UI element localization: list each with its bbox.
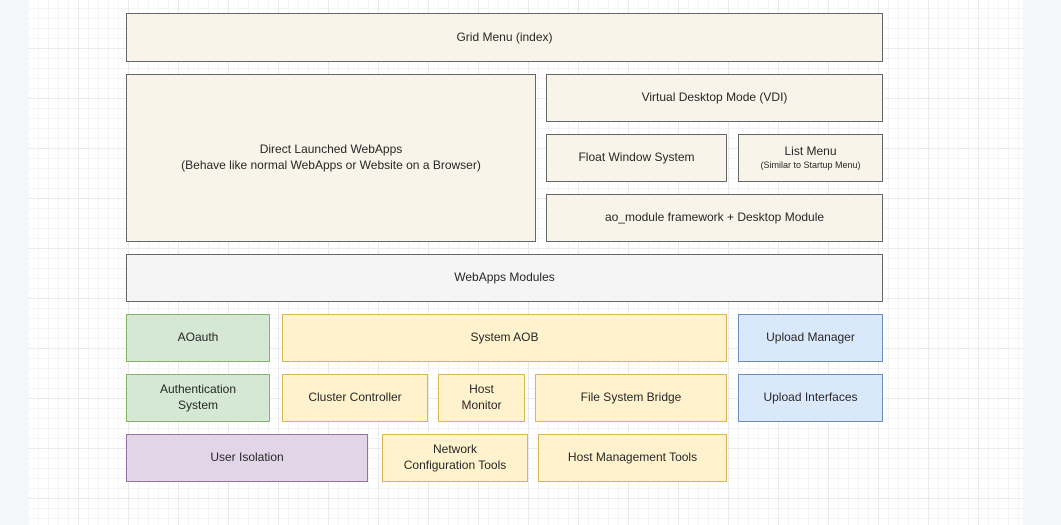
aoauth[interactable]: AOauth	[126, 314, 270, 362]
list-menu[interactable]: List Menu(Similar to Startup Menu)	[738, 134, 883, 182]
cluster-controller[interactable]: Cluster Controller	[282, 374, 428, 422]
system-aob[interactable]: System AOB	[282, 314, 727, 362]
node-label: ao_module framework + Desktop Module	[605, 210, 824, 226]
left-gutter	[0, 0, 29, 525]
webapps-modules[interactable]: WebApps Modules	[126, 254, 883, 302]
node-label: WebApps Modules	[454, 270, 555, 286]
ao-module-framework[interactable]: ao_module framework + Desktop Module	[546, 194, 883, 242]
node-label: List Menu	[784, 144, 836, 160]
upload-manager[interactable]: Upload Manager	[738, 314, 883, 362]
node-label: Upload Interfaces	[763, 390, 857, 406]
authentication-system[interactable]: Authentication System	[126, 374, 270, 422]
host-management-tools[interactable]: Host Management Tools	[538, 434, 727, 482]
node-label: Network Configuration Tools	[404, 442, 507, 473]
direct-launched-webapps[interactable]: Direct Launched WebApps (Behave like nor…	[126, 74, 536, 242]
float-window-system[interactable]: Float Window System	[546, 134, 727, 182]
file-system-bridge[interactable]: File System Bridge	[535, 374, 727, 422]
node-label: Float Window System	[578, 150, 694, 166]
virtual-desktop-mode[interactable]: Virtual Desktop Mode (VDI)	[546, 74, 883, 122]
node-label: AOauth	[178, 330, 219, 346]
node-label: Grid Menu (index)	[456, 30, 552, 46]
upload-interfaces[interactable]: Upload Interfaces	[738, 374, 883, 422]
node-label: Host Management Tools	[568, 450, 697, 466]
node-label: File System Bridge	[581, 390, 682, 406]
user-isolation[interactable]: User Isolation	[126, 434, 368, 482]
node-label: User Isolation	[210, 450, 283, 466]
node-label: Direct Launched WebApps (Behave like nor…	[181, 142, 481, 173]
host-monitor[interactable]: Host Monitor	[438, 374, 525, 422]
node-label: System AOB	[470, 330, 538, 346]
network-configuration-tools[interactable]: Network Configuration Tools	[382, 434, 528, 482]
node-sublabel: (Similar to Startup Menu)	[760, 160, 860, 172]
diagram-canvas[interactable]: Grid Menu (index) Direct Launched WebApps…	[29, 0, 1023, 525]
grid-menu[interactable]: Grid Menu (index)	[126, 13, 883, 62]
right-gutter	[1023, 0, 1061, 525]
node-label: Cluster Controller	[308, 390, 401, 406]
node-label: Authentication System	[160, 382, 236, 413]
node-label: Upload Manager	[766, 330, 855, 346]
node-label: Virtual Desktop Mode (VDI)	[642, 90, 788, 106]
node-label: Host Monitor	[461, 382, 501, 413]
